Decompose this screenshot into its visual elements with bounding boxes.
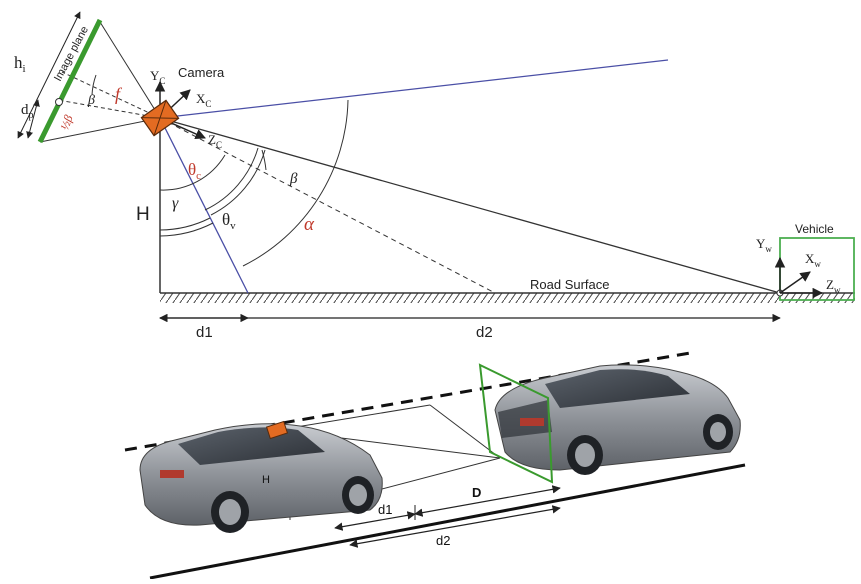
label-xw: Xw [805,251,821,269]
ego-car [139,423,383,533]
scene-ray-4 [429,404,501,459]
scene-label-H: H [262,474,270,486]
projection-frame [478,363,554,484]
road-hatch [160,293,855,303]
theta-v-arc-2 [210,149,266,216]
label-gamma: γ [172,195,179,212]
theta-v-arc-1 [204,147,259,211]
label-hi: hi [14,53,26,75]
gamma-arc-2 [159,222,214,237]
label-camera: Camera [178,65,225,80]
vehicle-box [779,237,855,301]
label-yw: Yw [756,236,772,254]
label-d2: d2 [476,324,493,341]
gamma-arc-1 [159,217,211,231]
bottom-scene: H d1 D d2 [124,351,746,580]
label-beta: β [289,171,298,187]
label-zc: ZC [208,132,222,150]
beta-arc [261,149,267,171]
label-road-surface: Road Surface [530,277,610,292]
scene-label-d2: d2 [436,533,450,548]
label-xc: XC [196,91,211,109]
dashed-lane-line [124,351,691,452]
principal-point [55,98,63,106]
label-alpha: α [304,214,315,235]
label-beta-half: ½β [57,113,75,132]
alpha-arc [242,99,349,267]
label-vehicle: Vehicle [795,222,834,236]
image-ray-top [99,21,161,119]
dp-dimension [26,99,40,139]
label-H: H [136,204,150,225]
ray-to-vehicle [159,117,781,294]
scene-camera [265,420,289,440]
lower-fov-ray [159,117,249,294]
label-theta-c: θc [188,160,201,182]
label-theta-v: θv [222,210,236,232]
scene-label-D: D [472,485,481,500]
image-beta-arc [91,74,97,96]
label-d1: d1 [196,324,213,341]
label-beta-small: β [87,93,95,108]
top-geometry: hi Image plane dp β ½β f Camera YC XC ZC… [14,11,855,341]
label-dp: dp [21,102,34,121]
label-zw: Zw [826,277,841,295]
upper-fov-ray [159,59,669,119]
label-yc: YC [150,68,165,86]
xw-axis [779,271,811,294]
scene-label-d1: d1 [378,502,392,517]
scene-d1-dimension [334,511,416,531]
image-ray-bottom [39,117,161,143]
label-f: f [115,84,123,104]
scene-ray-1 [277,404,431,431]
scene-d2-dimension [349,505,561,548]
camera-body [140,99,180,137]
theta-c-arc [159,154,226,191]
target-car [494,364,741,475]
scene-D-dimension [414,485,561,517]
